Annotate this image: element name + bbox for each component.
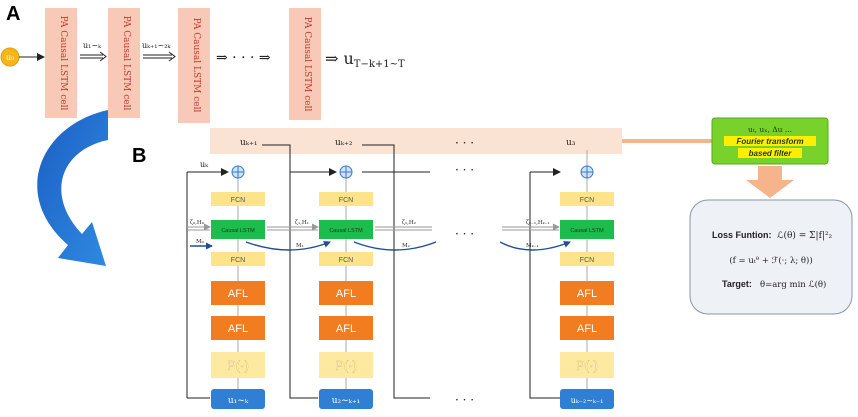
column-3: FCN Causal LSTM FCN AFL AFL P(·) uₖ₋₂~ₖ₋… [560,150,614,409]
state-label-2: ζ₂,H₂ [402,220,416,226]
col1-afl-2 [211,316,265,340]
svg-text:AFL: AFL [336,323,356,335]
memory-label-1: M₁ [296,243,304,249]
loss-formula: ℒ(θ) = Σ|f|²₂ [777,230,833,241]
col3-left-connector [529,172,560,399]
svg-text:AFL: AFL [336,288,356,300]
col3-input-block [560,389,614,409]
filter-highlight-2: based filter [749,149,793,158]
memory-label-3: Mₖ₋₁ [526,243,539,249]
output-label: ⇒ uT−k+1~T [325,49,405,70]
arrow-label-2: uₖ₊₁~₂ₖ [142,41,171,50]
panel-label-b: B [132,145,146,167]
col1-fcn-top [211,192,265,206]
cell-a3-label: PA Causal LSTM cell [191,18,201,113]
col1-lstm [211,220,265,239]
big-curved-arrow [37,110,108,266]
uk-label: uₖ [200,160,209,169]
svg-text:P(·): P(·) [335,358,357,373]
svg-text:FCN: FCN [580,257,594,264]
col2-input-block [319,389,373,409]
state-arrows: ζ₀,H₀ ζ₁,H₁ ζ₂,H₂ ζₖ₋₁,Hₖ₋₁ [187,220,560,231]
cell-a2-label: PA Causal LSTM cell [121,16,131,111]
column-2: FCN Causal LSTM FCN AFL AFL P(·) u₂~ₖ₊₁ [319,165,373,409]
mid-ellipsis: · · · [455,227,474,241]
memory-label-0: M₀ [196,239,205,245]
cell-a1-label: PA Causal LSTM cell [58,16,68,111]
double-arrow-2 [143,51,176,62]
col2-lstm [319,220,373,239]
cell-a3: PA Causal LSTM cell [178,8,210,123]
filter-top-text: uₜ, uₓ, Δu ... [748,125,792,134]
svg-text:u₂~ₖ₊₁: u₂~ₖ₊₁ [332,396,361,406]
top-ellipsis: · · · [455,136,474,150]
svg-text:FCN: FCN [231,257,245,264]
col1-p-block [211,352,265,378]
col1-afl-1 [211,281,265,305]
state-label-3: ζₖ₋₁,Hₖ₋₁ [526,220,550,226]
cell-a4: PA Causal LSTM cell [289,8,321,120]
col1-input-block [211,389,265,409]
svg-text:AFL: AFL [228,288,248,300]
col3-fcn-top [560,192,614,206]
double-arrow-1 [80,51,107,62]
cell-a4-label: PA Causal LSTM cell [302,17,312,112]
cells-ellipsis: ⇒ · · · ⇒ [216,50,271,66]
svg-text:FCN: FCN [580,197,594,204]
svg-text:Causal LSTM: Causal LSTM [570,228,604,234]
mid-ellipsis-top: · · · [455,163,474,177]
loss-box: Loss Funtion: ℒ(θ) = Σ|f|²₂ (f = uₜᶿ + ℱ… [689,199,853,315]
loss-title: Loss Funtion: [712,230,772,240]
target-formula: θ=arg min ℒ(θ) [760,279,826,290]
svg-text:P(·): P(·) [576,358,598,373]
svg-text:FCN: FCN [231,197,245,204]
skip-connector-1 [262,144,318,399]
panel-label-a: A [6,3,20,25]
svg-text:P(·): P(·) [227,358,249,373]
loss-f-definition: (f = uₜᶿ + ℱ(·; λ; θ)) [729,255,812,266]
cell-a1: PA Causal LSTM cell [45,8,77,118]
col2-p-block [319,352,373,378]
svg-text:Causal LSTM: Causal LSTM [221,228,255,234]
state-label-1: ζ₁,H₁ [295,220,309,226]
svg-text:FCN: FCN [339,197,353,204]
filter-highlight-1: Fourier transform [736,137,803,146]
filter-to-loss-arrow [746,166,794,198]
col3-p-block [560,352,614,378]
svg-text:AFL: AFL [577,323,597,335]
col2-fcn-top [319,192,373,206]
top-label-3: u₃ [566,138,576,148]
arrow-label-1: u₁~ₖ [83,41,102,50]
svg-text:uₖ₋₂~ₖ₋₁: uₖ₋₂~ₖ₋₁ [571,396,604,405]
filter-box: uₜ, uₓ, Δu ... Fourier transform based f… [711,117,829,165]
target-label: Target: [722,279,752,289]
col1-fcn-bottom [211,252,265,266]
bottom-ellipsis: · · · [455,393,474,407]
col2-afl-2 [319,316,373,340]
col3-afl-2 [560,316,614,340]
memory-arcs: M₀ M₁ M₂ Mₖ₋₁ [190,239,571,251]
svg-text:Causal LSTM: Causal LSTM [329,228,363,234]
skip-connector-2 [362,144,430,399]
svg-text:FCN: FCN [339,257,353,264]
svg-text:AFL: AFL [228,323,248,335]
state-label-0: ζ₀,H₀ [190,220,205,226]
svg-text:u₁~ₖ: u₁~ₖ [228,396,249,406]
col3-lstm [560,220,614,239]
col2-fcn-bottom [319,252,373,266]
col3-afl-1 [560,281,614,305]
top-label-2: uₖ₊₂ [335,138,353,148]
input-label: u₀ [6,53,14,62]
top-output-band [210,128,622,154]
svg-text:AFL: AFL [577,288,597,300]
memory-label-2: M₂ [402,243,410,249]
column-1: FCN Causal LSTM FCN AFL AFL P(·) u₁~ₖ [211,165,265,409]
col3-fcn-bottom [560,252,614,266]
top-label-1: uₖ₊₁ [240,138,257,148]
cell-a2: PA Causal LSTM cell [108,8,140,118]
col2-afl-1 [319,281,373,305]
